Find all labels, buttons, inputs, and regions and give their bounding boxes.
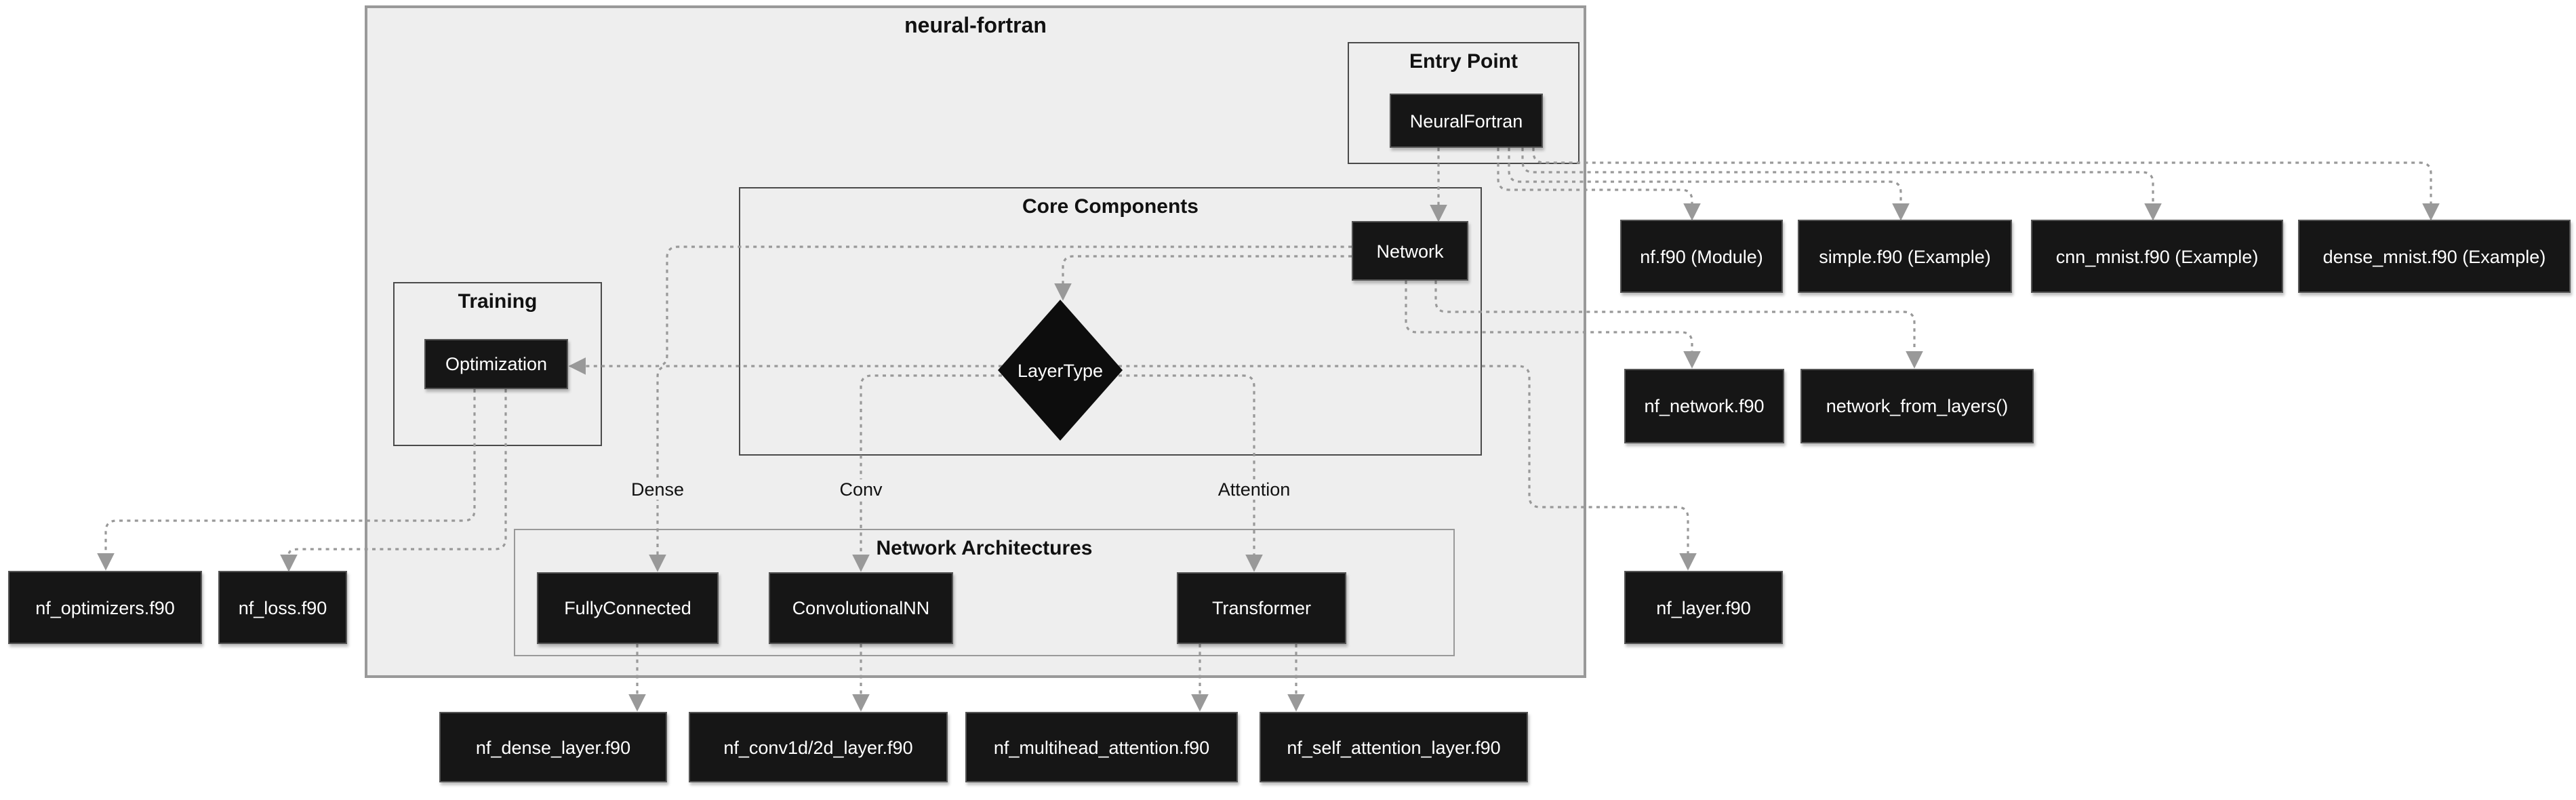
node-simple-f90: simple.f90 (Example) xyxy=(1798,220,2012,293)
node-transformer: Transformer xyxy=(1177,572,1346,644)
node-nf-multihead-attention-f90: nf_multihead_attention.f90 xyxy=(965,712,1238,782)
cluster-title-neural-fortran: neural-fortran xyxy=(904,15,1047,38)
node-neuralfortran: NeuralFortran xyxy=(1390,94,1543,148)
edge-neuralfortran-to-dense-mnist-f90 xyxy=(1532,148,2440,221)
cluster-title-entry-point: Entry Point xyxy=(1409,50,1518,73)
node-label-simple-f90: simple.f90 (Example) xyxy=(1819,246,1991,266)
node-label-nf-self-attention-layer-f90: nf_self_attention_layer.f90 xyxy=(1287,737,1501,757)
edge-label-dense: Dense xyxy=(626,479,689,500)
node-nf-loss-f90: nf_loss.f90 xyxy=(218,571,347,644)
node-dense-mnist-f90: dense_mnist.f90 (Example) xyxy=(2298,220,2571,293)
node-nf-conv1d-2d-layer-f90: nf_conv1d/2d_layer.f90 xyxy=(689,712,948,782)
node-label-network-from-layers: network_from_layers() xyxy=(1826,396,2009,416)
node-label-nf-multihead-attention-f90: nf_multihead_attention.f90 xyxy=(993,737,1210,757)
node-label-nf-layer-f90: nf_layer.f90 xyxy=(1656,597,1751,618)
node-convolutionalnn: ConvolutionalNN xyxy=(769,572,953,644)
cluster-title-network-architectures: Network Architectures xyxy=(876,537,1093,560)
node-nf-self-attention-layer-f90: nf_self_attention_layer.f90 xyxy=(1260,712,1528,782)
node-label-convolutionalnn: ConvolutionalNN xyxy=(792,598,930,618)
node-label-transformer: Transformer xyxy=(1211,598,1311,618)
node-label-nf-conv1d-2d-layer-f90: nf_conv1d/2d_layer.f90 xyxy=(723,737,913,757)
edge-neuralfortran-to-cnn-mnist-f90 xyxy=(1521,148,2162,221)
node-nf-dense-layer-f90: nf_dense_layer.f90 xyxy=(439,712,667,782)
node-label-nf-dense-layer-f90: nf_dense_layer.f90 xyxy=(475,737,631,757)
node-nf-layer-f90: nf_layer.f90 xyxy=(1624,571,1783,644)
node-label-network: Network xyxy=(1376,241,1444,261)
node-nf-f90: nf.f90 (Module) xyxy=(1620,220,1783,293)
edge-label-conv: Conv xyxy=(835,479,887,500)
node-network-from-layers: network_from_layers() xyxy=(1800,369,2034,443)
node-optimization: Optimization xyxy=(424,339,568,389)
node-label-layertype: LayerType xyxy=(1017,360,1104,380)
node-nf-optimizers-f90: nf_optimizers.f90 xyxy=(8,571,202,644)
cluster-entry-point: Entry Point xyxy=(1348,42,1579,164)
node-label-optimization: Optimization xyxy=(445,354,548,374)
node-label-neuralfortran: NeuralFortran xyxy=(1409,111,1523,131)
node-nf-network-f90: nf_network.f90 xyxy=(1624,369,1784,443)
node-label-nf-network-f90: nf_network.f90 xyxy=(1644,396,1765,416)
cluster-title-core-components: Core Components xyxy=(1022,195,1199,218)
node-network: Network xyxy=(1352,221,1468,281)
node-label-cnn-mnist-f90: cnn_mnist.f90 (Example) xyxy=(2055,246,2259,266)
node-label-nf-optimizers-f90: nf_optimizers.f90 xyxy=(35,597,175,618)
node-fullyconnected: FullyConnected xyxy=(537,572,719,644)
edge-label-attention: Attention xyxy=(1213,479,1295,500)
node-label-fullyconnected: FullyConnected xyxy=(564,598,691,618)
node-label-dense-mnist-f90: dense_mnist.f90 (Example) xyxy=(2322,246,2546,266)
node-label-nf-f90: nf.f90 (Module) xyxy=(1640,246,1763,266)
node-label-nf-loss-f90: nf_loss.f90 xyxy=(238,597,327,618)
node-cnn-mnist-f90: cnn_mnist.f90 (Example) xyxy=(2031,220,2283,293)
cluster-title-training: Training xyxy=(458,290,538,313)
